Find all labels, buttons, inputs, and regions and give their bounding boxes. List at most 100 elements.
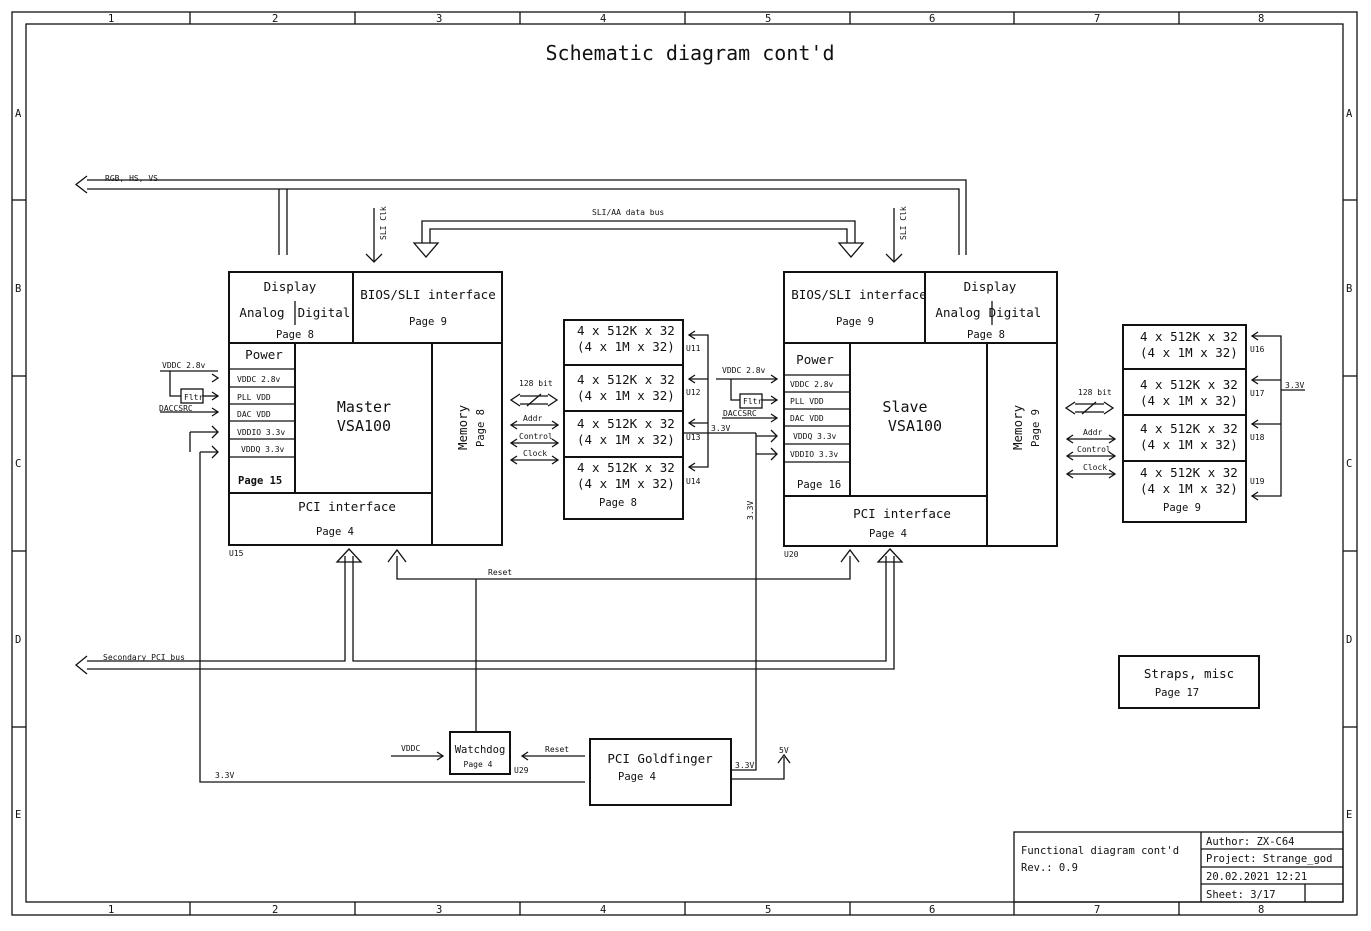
slave-memory-label: Memory: [1010, 404, 1025, 450]
col-label: 1: [108, 13, 114, 25]
mem-chip-size-alt: (4 x 1M x 32): [1140, 345, 1238, 360]
title-block-sheet: Sheet: 3/17: [1206, 889, 1276, 901]
sli-data-bus: SLI/AA data bus: [412, 208, 865, 258]
straps-block: Straps, misc Page 17: [1118, 655, 1260, 709]
row-label: A: [15, 108, 22, 120]
row-label: E: [1346, 809, 1352, 821]
control-label: Control: [519, 432, 553, 441]
reset-label: Reset: [545, 745, 569, 754]
master-ref: U15: [229, 549, 244, 558]
master-display-title: Display: [264, 279, 317, 294]
slave-power-title: Power: [796, 352, 834, 367]
slave-bios-title: BIOS/SLI interface: [791, 287, 926, 302]
slave-pci-title: PCI interface: [853, 506, 951, 521]
mem-chip-size-alt: (4 x 1M x 32): [1140, 481, 1238, 496]
fltr-label: Fltr: [743, 397, 762, 406]
title-block-rev: Rev.: 0.9: [1021, 862, 1078, 874]
col-label: 2: [272, 13, 278, 25]
mem-ref: U13: [686, 433, 701, 442]
rgb-bus: RGB, HS, VS: [74, 174, 967, 255]
vddc28-label: VDDC 2.8v: [162, 361, 206, 370]
clock-label: Clock: [1083, 463, 1107, 472]
row-label: C: [15, 458, 21, 470]
master-memory-page: Page 8: [475, 409, 487, 447]
sli-clk-label: SLI Clk: [379, 206, 388, 240]
col-label: 3: [436, 13, 442, 25]
mem-ref: U19: [1250, 477, 1265, 486]
watchdog-title: Watchdog: [455, 744, 506, 756]
bus128-label: 128 bit: [519, 379, 553, 388]
row-label: E: [15, 809, 21, 821]
pci-goldfinger-block: PCI Goldfinger Page 4 3.3V 3.3V 5V: [589, 433, 791, 806]
sli-clk-left: SLI Clk: [365, 206, 388, 263]
bus128-label: 128 bit: [1078, 388, 1112, 397]
col-label: 7: [1094, 904, 1100, 916]
slave-power-rail: VDDIO 3.3v: [790, 450, 838, 459]
mem-ref: U18: [1250, 433, 1265, 442]
title-block: Functional diagram cont'd Rev.: 0.9 Auth…: [1013, 831, 1344, 903]
col-label: 5: [765, 13, 771, 25]
mem-ref: U14: [686, 477, 701, 486]
master-power-rail: VDDC 2.8v: [237, 375, 281, 384]
title-block-date: 20.02.2021 12:21: [1206, 871, 1307, 883]
slave-analog-label: Analog: [935, 305, 980, 320]
v5-label: 5V: [779, 746, 789, 755]
title-block-name: Functional diagram cont'd: [1021, 845, 1179, 857]
col-label: 3: [436, 904, 442, 916]
row-label: A: [1346, 108, 1353, 120]
master-3v3-label: 3.3V: [215, 771, 234, 780]
sli-bus-label: SLI/AA data bus: [592, 208, 664, 217]
mem-right-3v3-label: 3.3V: [1285, 381, 1304, 390]
slave-digital-label: Digital: [989, 305, 1042, 320]
sli-clk-right: SLI Clk: [885, 206, 908, 263]
rgb-label: RGB, HS, VS: [105, 174, 158, 183]
slave-vsa100-block: Display Analog Digital Page 8 BIOS/SLI i…: [783, 271, 1058, 559]
mem-chip-size: 4 x 512K x 32: [577, 460, 675, 475]
mem-ref: U16: [1250, 345, 1265, 354]
col-label: 1: [108, 904, 114, 916]
mem-chip-size-alt: (4 x 1M x 32): [1140, 393, 1238, 408]
mem-chip-size: 4 x 512K x 32: [577, 372, 675, 387]
slave-bios-page: Page 9: [836, 316, 874, 328]
vddc-label: VDDC: [401, 744, 420, 753]
slave-ref: U20: [784, 550, 799, 559]
goldfinger-title: PCI Goldfinger: [607, 751, 713, 766]
mem-ref: U11: [686, 344, 701, 353]
mem-ref: U17: [1250, 389, 1265, 398]
mem-chip-size-alt: (4 x 1M x 32): [1140, 437, 1238, 452]
col-label: 6: [929, 13, 935, 25]
master-digital-label: Digital: [298, 305, 351, 320]
slave-power-rail: PLL VDD: [790, 397, 824, 406]
row-label: D: [1346, 634, 1352, 646]
goldfinger-3v3-label: 3.3V: [735, 761, 754, 770]
addr-label: Addr: [1083, 428, 1102, 437]
col-label: 2: [272, 904, 278, 916]
mem-chip-size-alt: (4 x 1M x 32): [577, 432, 675, 447]
sli-clk-label: SLI Clk: [899, 206, 908, 240]
memory-bank-right: 4 x 512K x 32 (4 x 1M x 32) 4 x 512K x 3…: [1122, 324, 1305, 523]
mem-chip-size: 4 x 512K x 32: [1140, 421, 1238, 436]
mem-left-page: Page 8: [599, 497, 637, 509]
master-bios-page: Page 9: [409, 316, 447, 328]
slave-core-chip: VSA100: [888, 417, 942, 435]
daccsrc-label: DACCSRC: [723, 409, 757, 418]
mem-chip-size-alt: (4 x 1M x 32): [577, 339, 675, 354]
slave-core-name: Slave: [882, 398, 927, 416]
goldfinger-page: Page 4: [618, 771, 656, 783]
memory-bank-left: 4 x 512K x 32 (4 x 1M x 32) 4 x 512K x 3…: [563, 319, 756, 520]
master-power-page: Page 15: [238, 475, 282, 487]
master-power-rail: VDDQ 3.3v: [241, 445, 285, 454]
slave-display-page: Page 8: [967, 329, 1005, 341]
clock-label: Clock: [523, 449, 547, 458]
master-bios-title: BIOS/SLI interface: [360, 287, 495, 302]
master-memory-links: 128 bit Addr Control Clock: [509, 379, 560, 465]
slave-power-inputs: VDDC 2.8v Fltr DACCSRC: [716, 366, 779, 461]
col-label: 6: [929, 904, 935, 916]
mem-chip-size: 4 x 512K x 32: [1140, 329, 1238, 344]
addr-label: Addr: [523, 414, 542, 423]
mem-chip-size: 4 x 512K x 32: [1140, 465, 1238, 480]
master-power-inputs: VDDC 2.8v Fltr DACCSRC: [159, 361, 220, 459]
master-power-rail: VDDIO 3.3v: [237, 428, 285, 437]
slave-memory-links: 128 bit Addr Control Clock: [1064, 388, 1117, 479]
